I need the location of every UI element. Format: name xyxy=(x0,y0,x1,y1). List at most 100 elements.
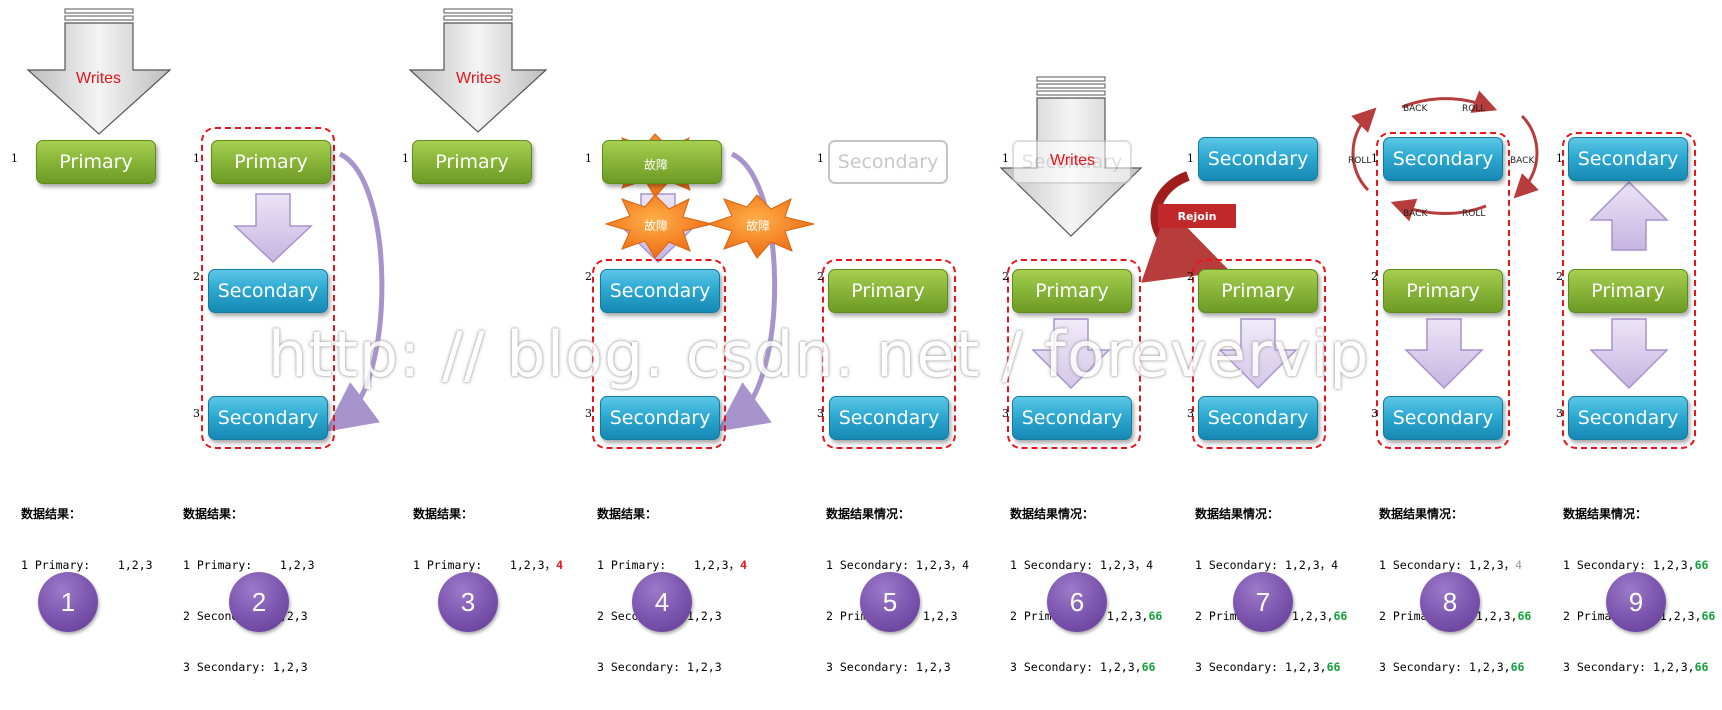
secondary-node-3-step7: Secondary xyxy=(1198,396,1318,440)
step-number-4: 4 xyxy=(632,572,692,632)
secondary-node-3-step9: Secondary xyxy=(1568,396,1688,440)
roll-label-left: ROLL xyxy=(1348,156,1372,166)
row-number-2: 2 xyxy=(1002,270,1009,283)
step-number-8: 8 xyxy=(1420,572,1480,632)
data-title: 数据结果： xyxy=(597,507,658,521)
row-number-2: 2 xyxy=(1556,270,1563,283)
curved-arrow-step2 xyxy=(324,151,385,432)
row-number-1: 1 xyxy=(1187,152,1194,165)
data-title: 数据结果： xyxy=(413,507,474,521)
data-title: 数据结果情况： xyxy=(826,507,911,521)
data-line: 3 Secondary: 1,2,3,66 xyxy=(1379,660,1525,674)
curved-arrow-step4 xyxy=(716,151,778,432)
replica-set-box-step9 xyxy=(1562,132,1696,449)
primary-node-step1: Primary xyxy=(36,140,156,184)
data-line: 1 Primary: 1,2,3，4 xyxy=(413,558,563,572)
offline-secondary-node-step6: Secondary xyxy=(1012,140,1132,184)
data-line: 1 Secondary: 1,2,3,66 xyxy=(1563,558,1709,572)
data-line: 3 Secondary: 1,2,3 xyxy=(597,660,722,674)
row-number-1: 1 xyxy=(585,152,592,165)
watermark: http: // blog. csdn. net / forevervip xyxy=(268,318,1370,391)
secondary-node-3-step2: Secondary xyxy=(208,396,328,440)
secondary-node-3-step8: Secondary xyxy=(1383,396,1503,440)
rejoining-secondary-node-step7: Secondary xyxy=(1198,137,1318,181)
replica-set-box-step7 xyxy=(1192,259,1326,449)
primary-node-step5: Primary xyxy=(828,269,948,313)
replication-arrows xyxy=(233,180,1669,390)
row-number-3: 3 xyxy=(817,407,824,420)
offline-secondary-node-step5: Secondary xyxy=(828,140,948,184)
data-line: 1 Primary: 1,2,3 xyxy=(21,558,153,572)
step-number-2: 2 xyxy=(229,572,289,632)
step-number-6: 6 xyxy=(1047,572,1107,632)
replica-set-failover-diagram: Writes Writes 1 Primary 1 2 3 Primary Se… xyxy=(11,8,1715,674)
fault-label-1: 故障 xyxy=(644,158,669,172)
step-number-9: 9 xyxy=(1606,572,1666,632)
row-number-1: 1 xyxy=(817,152,824,165)
fault-label-2: 故障 xyxy=(644,219,669,233)
replica-set-box-step6 xyxy=(1007,259,1141,449)
primary-node-step7: Primary xyxy=(1198,269,1318,313)
row-number-1: 1 xyxy=(402,152,409,165)
secondary-node-3-step6: Secondary xyxy=(1012,396,1132,440)
rollback-cycle-arrows xyxy=(1351,90,1539,222)
primary-node-step6: Primary xyxy=(1012,269,1132,313)
row-number-1: 1 xyxy=(1556,152,1563,165)
data-title: 数据结果情况： xyxy=(1010,507,1095,521)
data-line: 1 Secondary: 1,2,3，4 xyxy=(826,558,970,572)
data-title: 数据结果： xyxy=(183,507,244,521)
row-number-2: 2 xyxy=(585,270,592,283)
rejoin-label: Rejoin xyxy=(1158,204,1236,228)
row-number-1: 1 xyxy=(193,152,200,165)
writes-arrow-step3 xyxy=(408,8,548,133)
row-number-1: 1 xyxy=(1371,152,1378,165)
data-line: 3 Secondary: 1,2,3,66 xyxy=(1195,660,1341,674)
step-number-5: 5 xyxy=(860,572,920,632)
primary-node-step9: Primary xyxy=(1568,269,1688,313)
row-number-1: 1 xyxy=(11,152,18,165)
data-line: 1 Primary: 1,2,3 xyxy=(183,558,315,572)
data-title: 数据结果： xyxy=(21,507,82,521)
writes-label-step1: Writes xyxy=(76,70,122,87)
data-result-step3: 数据结果： 1 Primary: 1,2,3，4 xyxy=(413,472,563,608)
secondary-node-2-step4: Secondary xyxy=(600,269,720,313)
data-result-step1: 数据结果： 1 Primary: 1,2,3 xyxy=(21,472,153,608)
replica-set-box-step4 xyxy=(592,259,726,449)
fault-label-3: 故障 xyxy=(746,219,771,233)
rejoin-arrow xyxy=(1141,171,1230,283)
back-label-top: BACK xyxy=(1403,104,1428,114)
writes-label-step3: Writes xyxy=(456,70,502,87)
data-line: 1 Primary: 1,2,3，4 xyxy=(597,558,747,572)
secondary-node-3-step4: Secondary xyxy=(600,396,720,440)
data-line: 1 Secondary: 1,2,3，4 xyxy=(1195,558,1339,572)
data-line: 1 Secondary: 1,2,3，4 xyxy=(1010,558,1154,572)
secondary-node-2-step2: Secondary xyxy=(208,269,328,313)
row-number-3: 3 xyxy=(1187,407,1194,420)
replica-set-box-step8 xyxy=(1376,132,1510,449)
row-number-2: 2 xyxy=(1371,270,1378,283)
roll-label-bottom: ROLL xyxy=(1462,209,1486,219)
rollback-secondary-node-step8: Secondary xyxy=(1383,137,1503,181)
row-number-1: 1 xyxy=(1002,152,1009,165)
failed-primary-node-step4 xyxy=(602,140,722,184)
row-number-3: 3 xyxy=(1002,407,1009,420)
back-label-bottom: BACK xyxy=(1403,209,1428,219)
back-label-right: BACK xyxy=(1510,156,1535,166)
data-line: 3 Secondary: 1,2,3,66 xyxy=(1563,660,1709,674)
secondary-node-1-step9: Secondary xyxy=(1568,137,1688,181)
writes-label-step6: Writes xyxy=(1050,152,1096,169)
fault-star-2 xyxy=(604,194,713,259)
data-title: 数据结果情况： xyxy=(1195,507,1280,521)
data-title: 数据结果情况： xyxy=(1563,507,1648,521)
row-number-3: 3 xyxy=(193,407,200,420)
writes-arrow-step1 xyxy=(26,8,172,135)
row-number-3: 3 xyxy=(1556,407,1563,420)
primary-node-step8: Primary xyxy=(1383,269,1503,313)
step-number-7: 7 xyxy=(1233,572,1293,632)
primary-node-step2: Primary xyxy=(211,140,331,184)
roll-label-top: ROLL xyxy=(1462,104,1486,114)
primary-node-step3: Primary xyxy=(412,140,532,184)
data-title: 数据结果情况： xyxy=(1379,507,1464,521)
data-line: 3 Secondary: 1,2,3,66 xyxy=(1010,660,1156,674)
data-line: 1 Secondary: 1,2,3，4 xyxy=(1379,558,1523,572)
